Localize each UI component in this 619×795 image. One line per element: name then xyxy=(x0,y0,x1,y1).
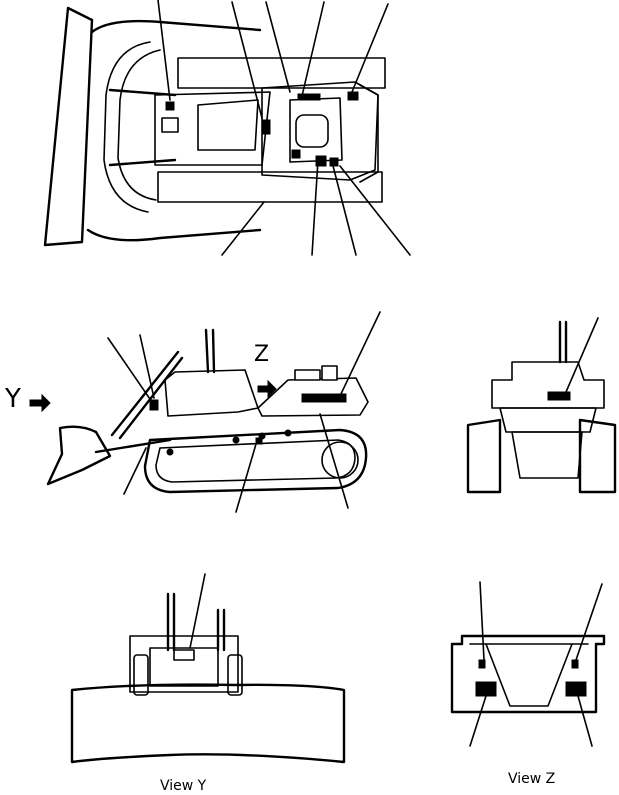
leader-line xyxy=(339,311,381,397)
side-cab-deck xyxy=(257,377,369,417)
decal-mark xyxy=(161,117,179,133)
decal-mark xyxy=(291,149,301,159)
leader-line xyxy=(189,573,206,649)
leader-line xyxy=(235,443,257,513)
decal-mark xyxy=(297,93,321,101)
idler-wheel xyxy=(321,441,359,479)
side-seat xyxy=(294,369,321,381)
rear-light-right xyxy=(565,681,587,697)
rear-view-bulldozer xyxy=(466,317,617,494)
rear-track-right xyxy=(578,418,617,494)
view-y-drawing xyxy=(70,573,346,764)
leader-line xyxy=(311,159,319,256)
push-arm-upper xyxy=(90,19,262,34)
leader-line xyxy=(157,0,171,101)
view-z-caption: View Z xyxy=(508,771,556,787)
decal-mark xyxy=(329,157,339,167)
operator-seat xyxy=(295,114,329,148)
cab-deck xyxy=(261,81,379,181)
leader-line xyxy=(565,317,599,393)
side-blade xyxy=(46,425,112,486)
leader-line xyxy=(469,695,487,747)
leader-line xyxy=(479,581,485,661)
side-engine-hood xyxy=(164,369,259,417)
leader-line xyxy=(139,334,155,399)
lift-cylinder xyxy=(110,350,180,437)
top-view-bulldozer xyxy=(43,0,411,256)
decal-mark xyxy=(165,101,175,111)
c-frame xyxy=(103,41,151,213)
track-upper xyxy=(177,57,386,89)
leader-line xyxy=(231,1,263,119)
hood-panel xyxy=(197,99,259,151)
rear-track-left xyxy=(466,418,502,494)
view-y-caption: View Y xyxy=(160,778,207,794)
leader-line xyxy=(331,161,357,256)
leader-line xyxy=(319,413,349,509)
push-arm-side xyxy=(94,438,172,454)
arrow-z-icon xyxy=(257,379,277,399)
front-body xyxy=(129,635,239,693)
decal-mark xyxy=(347,91,359,101)
front-blade xyxy=(70,683,346,764)
rear-body xyxy=(491,361,605,409)
view-z-drawing xyxy=(450,581,606,747)
c-frame-inner xyxy=(117,49,161,201)
rear-panel xyxy=(450,634,606,714)
leader-line xyxy=(301,1,325,97)
leader-line xyxy=(339,165,411,256)
track-lower xyxy=(157,171,383,203)
leader-line xyxy=(107,337,153,403)
exhaust-stack xyxy=(204,328,210,374)
leader-line xyxy=(265,1,291,93)
push-arm-lower xyxy=(86,228,262,242)
decal-mark xyxy=(261,119,271,135)
side-view-bulldozer xyxy=(29,311,381,513)
leader-line xyxy=(123,447,147,495)
leader-line xyxy=(351,3,389,93)
rear-ripper-frame xyxy=(359,84,379,183)
arrow-y-label: Y xyxy=(5,384,21,414)
rear-hitch xyxy=(485,643,573,707)
decal-mark xyxy=(315,155,327,167)
side-track xyxy=(143,428,368,494)
leader-line xyxy=(575,583,603,661)
blade-top xyxy=(43,6,94,247)
rear-light-left xyxy=(475,681,497,697)
arrow-z-label: Z xyxy=(254,342,270,367)
rear-decal-plate xyxy=(547,391,571,401)
leader-line xyxy=(577,695,593,747)
cab-seat-area xyxy=(289,97,343,163)
arrow-y-icon xyxy=(29,393,51,413)
leader-line xyxy=(221,201,265,256)
side-decal-plate xyxy=(301,393,347,403)
